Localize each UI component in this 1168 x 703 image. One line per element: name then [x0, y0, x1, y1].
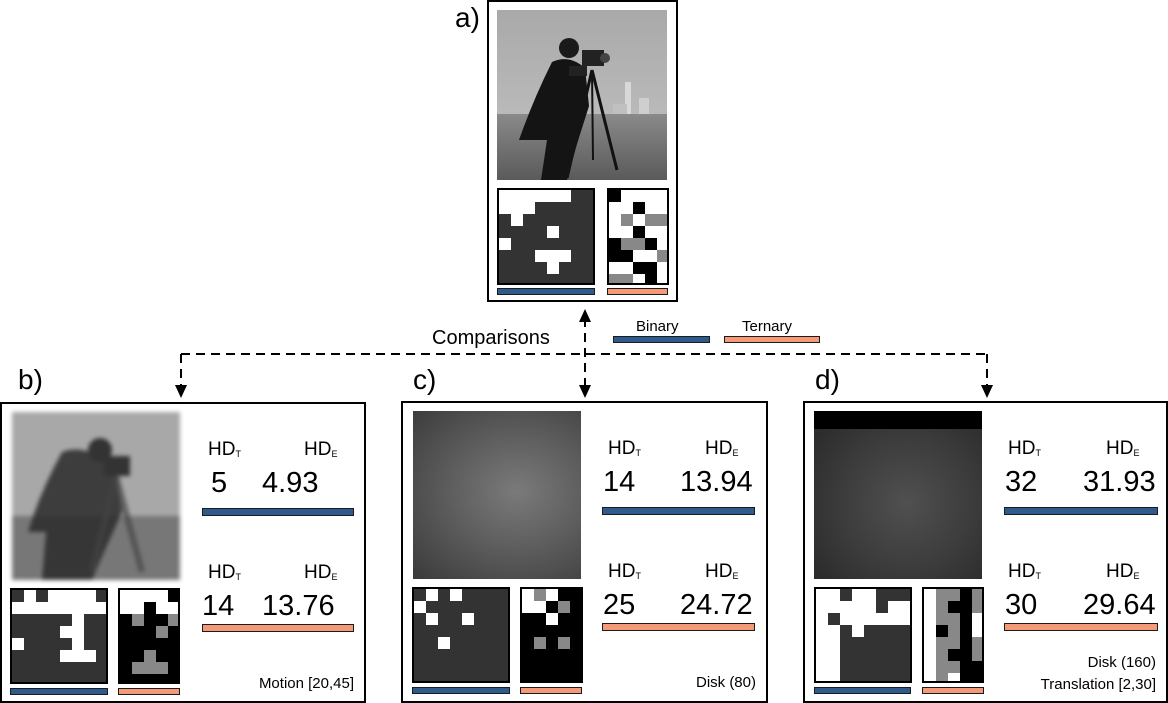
ternary-hash-grid-a — [607, 188, 669, 285]
ternary-bar-c-small — [520, 687, 582, 694]
ternary-bar-b-small — [118, 688, 180, 695]
ternary-bar-d — [1004, 623, 1158, 631]
ternary-bar-d-small — [922, 687, 984, 694]
hd-e-label-c-1: HDE — [705, 438, 739, 459]
binary-hash-grid-d — [814, 587, 912, 683]
panel-d-label: d) — [815, 364, 840, 395]
hd-t-label-d-1: HDT — [1008, 438, 1041, 459]
comparisons-label: Comparisons — [432, 327, 550, 349]
hd-e-label-b-2: HDE — [304, 562, 338, 583]
arrow-head-d — [981, 385, 993, 398]
ternary-hash-grid-c — [520, 587, 583, 683]
panel-c-label: c) — [413, 364, 437, 395]
hd-e-label-d-2: HDE — [1106, 561, 1140, 582]
legend-binary-label: Binary — [636, 318, 679, 335]
hd-e-value-b-2: 13.76 — [262, 590, 335, 622]
hd-e-label-d-1: HDE — [1106, 438, 1140, 459]
binary-bar-b-small — [10, 688, 108, 695]
panel-a-label: a) — [455, 2, 480, 33]
ternary-bar-c — [602, 623, 755, 631]
ternary-hash-grid-b — [118, 588, 180, 684]
hd-t-value-d-2: 30 — [1005, 589, 1038, 621]
hd-t-label-c-1: HDT — [608, 438, 641, 459]
binary-hash-grid-a — [497, 188, 595, 285]
hd-t-value-b-2: 14 — [202, 590, 235, 622]
ternary-hash-grid-d — [922, 587, 984, 683]
hd-t-value-c-1: 14 — [603, 466, 636, 498]
hd-e-value-b-1: 4.93 — [262, 467, 319, 499]
arrow-head-a — [579, 309, 591, 322]
legend-binary-swatch — [613, 336, 710, 343]
hd-t-value-d-1: 32 — [1005, 466, 1038, 498]
cameraman-photo — [497, 10, 667, 180]
legend-ternary-swatch — [724, 336, 820, 343]
binary-bar-a — [497, 288, 595, 295]
binary-bar-c-small — [412, 687, 510, 694]
hd-e-value-d-2: 29.64 — [1083, 589, 1156, 621]
panel-d: HDT HDE 32 31.93 HDT HDE 30 29.64 Disk (… — [803, 401, 1168, 703]
blurred-cameraman-photo — [12, 412, 180, 580]
hd-t-label-d-2: HDT — [1008, 561, 1041, 582]
hd-t-label-c-2: HDT — [608, 561, 641, 582]
panel-c: HDT HDE 14 13.94 HDT HDE 25 24.72 Disk (… — [401, 401, 768, 703]
binary-bar-d-small — [814, 687, 911, 694]
binary-bar-b — [202, 508, 354, 516]
hd-e-value-c-1: 13.94 — [680, 466, 753, 498]
hd-e-label-c-2: HDE — [705, 561, 739, 582]
caption-d-2: Translation [2,30] — [1040, 676, 1156, 693]
hd-t-label-b-1: HDT — [208, 439, 241, 460]
panel-b: HDT HDE 5 4.93 HDT HDE 14 13.76 Motion [… — [0, 402, 366, 703]
caption-b: Motion [20,45] — [258, 675, 354, 692]
hd-t-value-b-1: 5 — [211, 467, 228, 499]
ternary-bar-b — [202, 624, 354, 632]
caption-c: Disk (80) — [695, 674, 756, 691]
caption-d-1: Disk (160) — [1087, 654, 1156, 671]
hd-t-label-b-2: HDT — [208, 562, 241, 583]
binary-bar-d — [1004, 507, 1158, 515]
arrow-head-c — [579, 385, 591, 398]
hd-t-value-c-2: 25 — [603, 589, 636, 621]
disk-blurred-photo — [413, 411, 581, 579]
hd-e-label-b-1: HDE — [304, 439, 338, 460]
hd-e-value-c-2: 24.72 — [680, 589, 753, 621]
panel-a — [487, 0, 678, 302]
arrow-head-b — [175, 385, 187, 398]
binary-bar-c — [602, 507, 755, 515]
binary-hash-grid-c — [412, 587, 510, 683]
legend-ternary-label: Ternary — [742, 318, 793, 335]
ternary-bar-a — [607, 288, 668, 295]
translated-disk-photo — [814, 411, 982, 579]
binary-hash-grid-b — [10, 588, 108, 684]
hd-e-value-d-1: 31.93 — [1083, 466, 1156, 498]
panel-b-label: b) — [18, 364, 43, 395]
